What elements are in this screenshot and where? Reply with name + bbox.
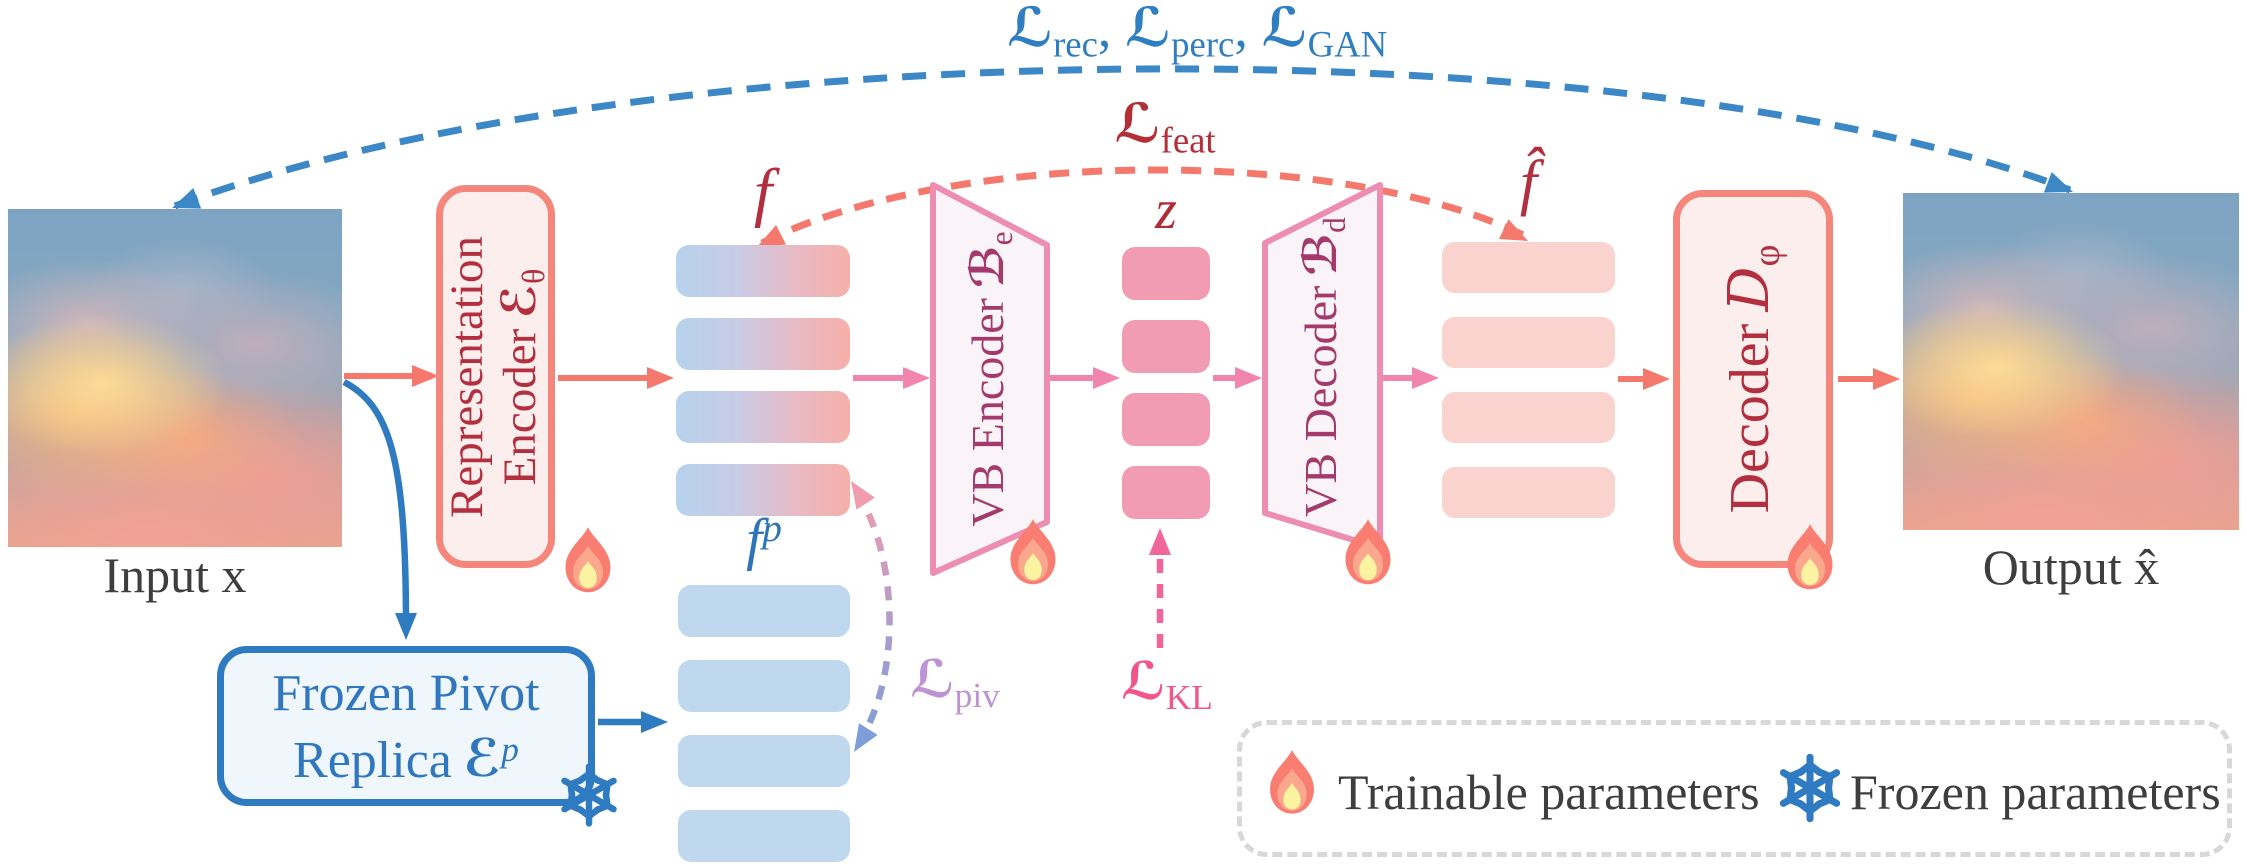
- fhat-feature-stack: [1442, 242, 1615, 518]
- z-latent-stack: [1122, 247, 1210, 519]
- loss-top-label: ℒrec, ℒperc, ℒGAN: [1006, 0, 1388, 65]
- feature-bar: [1442, 242, 1615, 293]
- arrow-frozen-replica-to-fp: [598, 711, 668, 733]
- legend-trainable-label: Trainable parameters: [1338, 764, 1760, 820]
- feature-bar: [1122, 393, 1210, 446]
- arrow-rep-encoder-to-f: [558, 367, 674, 389]
- fhat-label: f̂: [1519, 149, 1538, 217]
- feature-bar: [1122, 247, 1210, 300]
- feature-bar: [1442, 392, 1615, 443]
- flame-icon-rep-encoder: [565, 527, 611, 593]
- loss-piv-label: ℒpiv: [910, 650, 1000, 715]
- fp-feature-stack: [678, 585, 850, 862]
- representation-encoder-label: Representation Encoderℰθ: [440, 235, 550, 518]
- loss-feat-label: ℒfeat: [1114, 92, 1216, 161]
- output-image: [1903, 193, 2239, 530]
- arrow-vb-encoder-to-z: [1050, 367, 1120, 389]
- feature-bar: [1442, 317, 1615, 368]
- input-caption: Input x: [103, 547, 247, 603]
- loss-kl-arrow: [1149, 528, 1171, 648]
- fp-label: fp: [746, 506, 782, 572]
- feature-bar: [1122, 320, 1210, 373]
- arrow-fhat-to-decoder: [1618, 368, 1670, 390]
- feature-bar: [676, 391, 850, 443]
- arrow-vb-decoder-to-fhat: [1383, 367, 1439, 389]
- legend-box: [1237, 720, 2232, 857]
- feature-bar: [678, 660, 850, 712]
- feature-bar: [678, 585, 850, 637]
- feature-bar: [676, 318, 850, 370]
- arrow-f-to-vb-encoder: [853, 367, 930, 389]
- representation-encoder-box: Representation Encoderℰθ: [436, 185, 555, 568]
- arrow-input-to-frozen-replica: [342, 379, 417, 640]
- vb-decoder-label: VB Decoderℬd: [1292, 216, 1352, 517]
- arrow-decoder-to-output: [1838, 368, 1900, 390]
- legend-frozen-label: Frozen parameters: [1850, 764, 2221, 820]
- f-label: f: [753, 156, 773, 229]
- vb-encoder: VB Encoderℬe: [933, 185, 1047, 573]
- input-image: [8, 209, 342, 547]
- f-feature-stack: [676, 245, 850, 516]
- vb-decoder: VB Decoderℬd: [1265, 185, 1380, 548]
- feature-bar: [678, 735, 850, 787]
- output-caption: Output x̂: [1982, 539, 2160, 595]
- feature-bar: [1122, 466, 1210, 519]
- loss-kl-label: ℒKL: [1121, 652, 1213, 717]
- z-label: z: [1155, 179, 1177, 241]
- decoder-label: DecoderDφ: [1717, 244, 1788, 514]
- arrow-z-to-vb-decoder: [1213, 367, 1262, 389]
- feature-bar: [676, 464, 850, 516]
- decoder-box: DecoderDφ: [1673, 190, 1833, 568]
- arrow-input-to-rep-encoder: [344, 365, 439, 387]
- feature-bar: [678, 810, 850, 862]
- feature-bar: [1442, 467, 1615, 518]
- feature-bar: [676, 245, 850, 297]
- vb-encoder-label: VB Encoderℬe: [960, 231, 1019, 527]
